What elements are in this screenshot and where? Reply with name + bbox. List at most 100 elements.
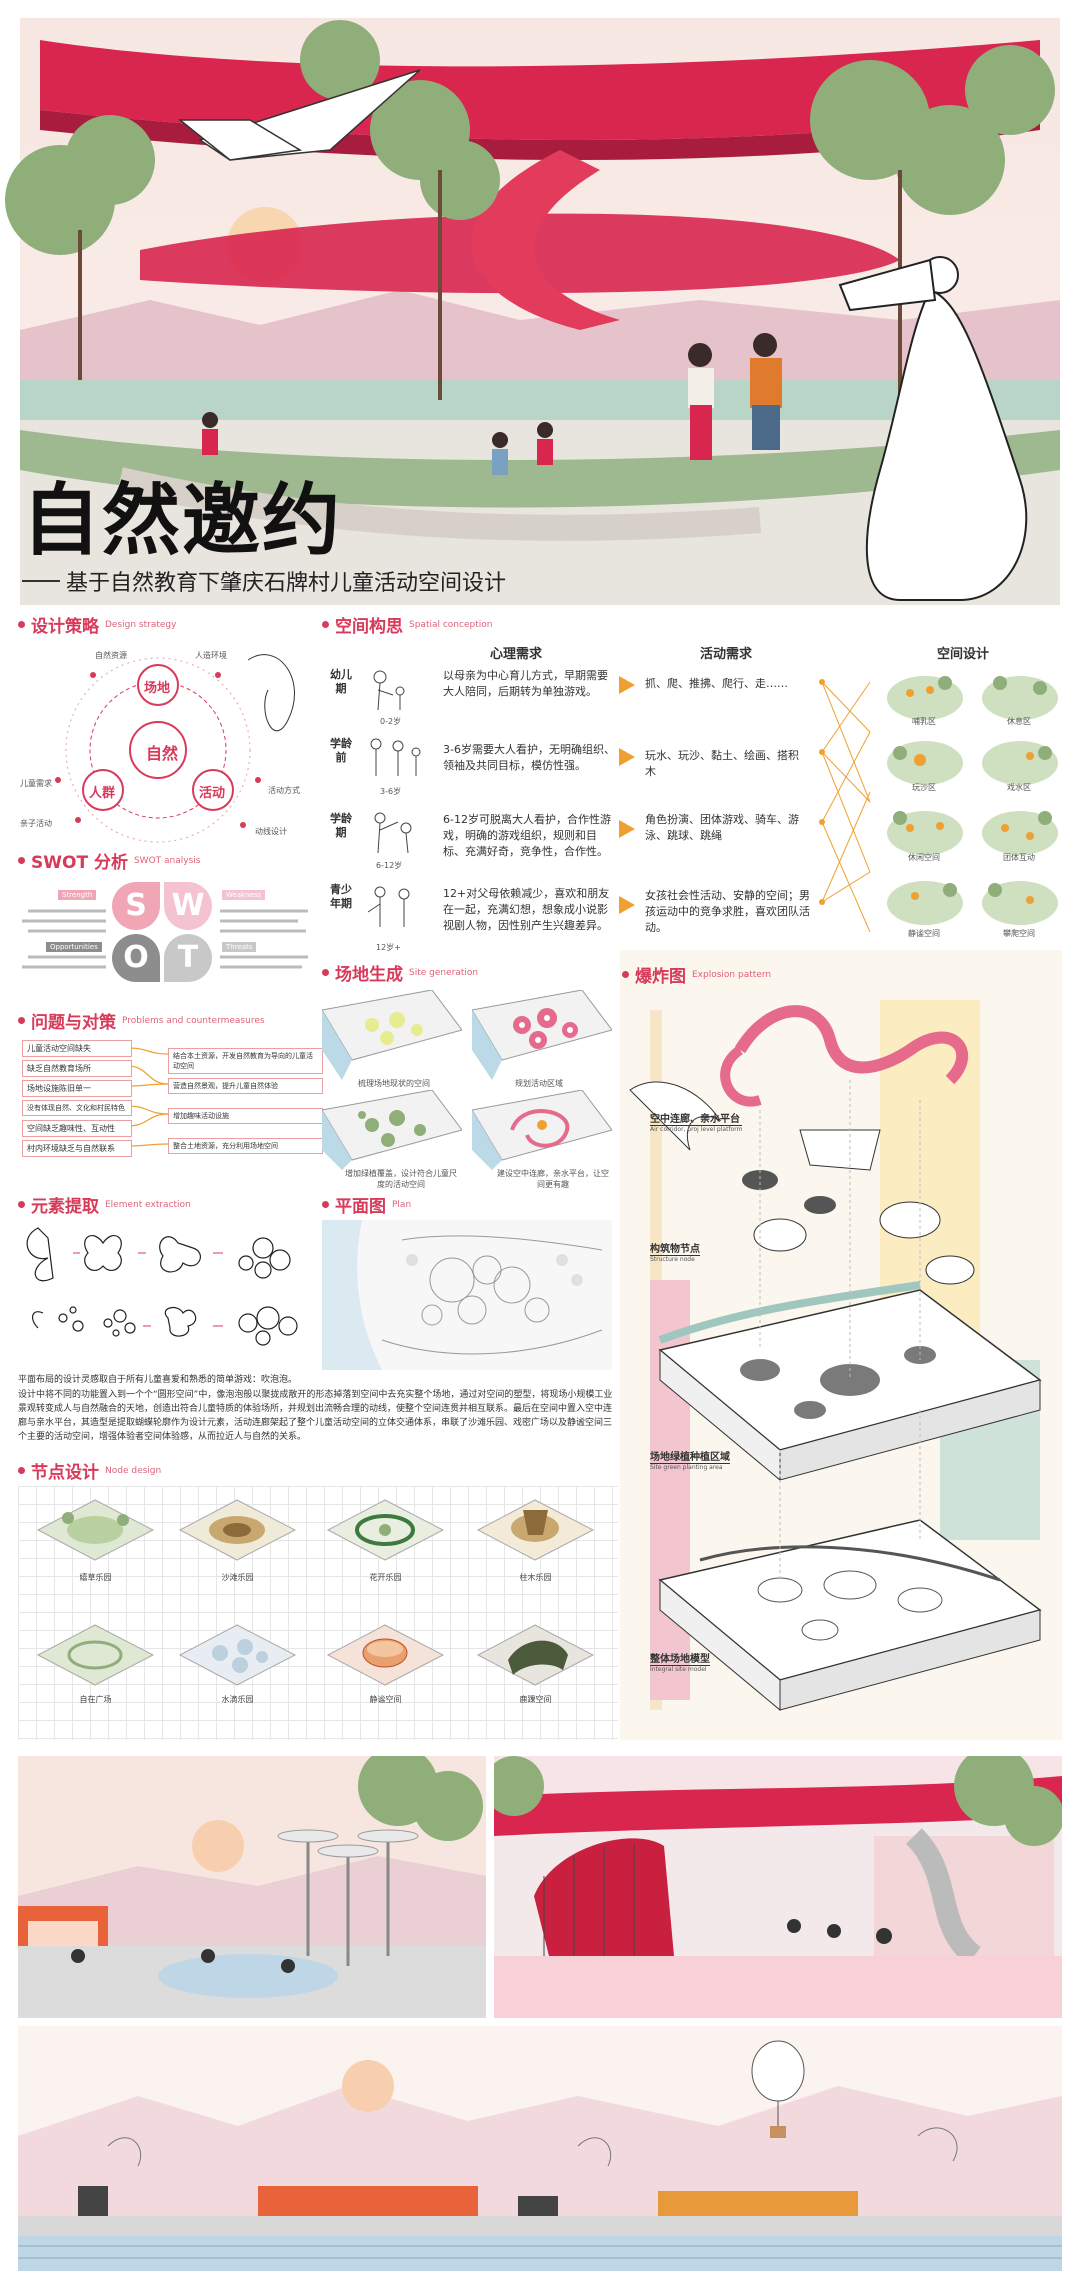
bullet-icon [18,1201,25,1208]
problem-item: 儿童活动空间缺失 [22,1040,132,1057]
site-step-1 [321,989,463,1080]
swot-text-lines [218,905,313,975]
psych-text: 3-6岁需要大人看护，无明确组织、领袖及共同目标，模仿性强。 [443,743,615,772]
node-name: 花开乐园 [369,1573,402,1582]
strategy-label: 自然资源 [95,651,127,660]
node-card [318,1615,453,1735]
solution-item: 结合本土资源，开发自然教育为导向的儿童活动空间 [168,1048,323,1074]
strategy-node-people: 人群 [89,786,116,801]
hero-image [0,0,1080,605]
arrow-icon [619,676,635,694]
section-title: 设计策略 [31,617,99,637]
title-rule [22,580,60,582]
swot-t: T [164,934,212,982]
swot-text-lines [18,905,108,975]
section-problems: 问题与对策 Problems and countermeasures [18,1008,265,1033]
space-label: 团体互动 [1003,853,1035,862]
bullet-icon [18,1467,25,1474]
section-site: 场地生成 Site generation [322,960,478,985]
section-title: SWOT 分析 [31,853,128,873]
section-explosion: 爆炸图 Explosion pattern [622,962,771,987]
explosion-label-cn: 空中连廊、亲水平台 [650,1110,743,1126]
psych-text: 以母亲为中心育儿方式，早期需要大人陪同，后期转为单独游戏。 [443,669,608,698]
problem-item: 场地设施陈旧单一 [22,1080,132,1097]
section-plan: 平面图 Plan [322,1192,411,1217]
explosion-label-en: Site green planting area [650,1464,723,1471]
explosion-label-cn: 场地绿植种植区域 [650,1448,730,1464]
section-subtitle: Node design [105,1465,162,1476]
section-subtitle: Site generation [409,967,479,978]
explosion-label-cn: 构筑物节点 [650,1240,700,1256]
concept-lattice [818,672,874,942]
site-caption: 建设空中连廊，亲水平台，让空间更有趣 [497,1169,609,1189]
concept-col-head: 活动需求 [700,647,753,662]
node-card [28,1490,163,1610]
plan-description-1: 平面布局的设计灵感取自于所有儿童喜爱和熟悉的简单游戏：吹泡泡。 [18,1375,298,1385]
site-step-4 [471,1089,613,1170]
section-concept: 空间构思 Spatial conception [322,612,492,637]
section-strategy: 设计策略 Design strategy [18,612,176,637]
page-title: 自然邀约 [22,476,343,566]
rendering-left [18,1756,486,2018]
section-subtitle: Design strategy [105,619,177,630]
stage-label: 学龄期 [330,812,352,839]
space-label: 静谧空间 [908,929,940,938]
swot-tag: Opportunities [46,942,102,952]
space-label: 玩沙区 [912,783,936,792]
arrow-icon [619,820,635,838]
explosion-label: 构筑物节点 Structure node [650,1240,700,1263]
site-caption: 增加绿植覆盖，设计符合儿童尺度的活动空间 [345,1169,457,1189]
stage-figure [358,734,428,789]
bullet-icon [18,621,25,628]
stage-label: 幼儿期 [330,668,352,695]
node-name: 沙滩乐园 [221,1573,254,1582]
explosion-label-cn: 整体场地模型 [650,1650,710,1666]
node-card [170,1490,305,1610]
solution-item: 营造自然景观，提升儿童自然体验 [168,1078,323,1094]
node-name: 静谧空间 [369,1695,402,1704]
solution-item: 增加趣味活动设施 [168,1108,323,1124]
rendering-right [494,1756,1062,2018]
problem-item: 空间缺乏趣味性、互动性 [22,1120,132,1137]
problem-item: 没有体现自然、文化和村民特色 [22,1100,132,1116]
problems-connectors [18,1036,318,1176]
section-element: 元素提取 Element extraction [18,1192,191,1217]
node-name: 柱木乐园 [519,1573,552,1582]
strategy-node-activity: 活动 [199,786,226,801]
section-subtitle: Plan [392,1199,412,1210]
bullet-icon [18,857,25,864]
site-plan [322,1220,612,1370]
strategy-node-site: 场地 [144,681,171,696]
activity-text: 抓、爬、推拂、爬行、走…… [645,677,788,690]
site-caption: 梳理场地现状的空间 [358,1079,430,1088]
node-name: 水滴乐园 [221,1695,254,1704]
stage-age: 0-2岁 [380,717,402,726]
arrow-icon [619,748,635,766]
space-label: 休息区 [1007,717,1031,726]
strategy-label: 人造环境 [195,651,227,660]
section-title: 空间构思 [335,617,403,637]
site-step-2 [471,989,613,1080]
stage-figure [358,808,428,863]
explosion-label-en: Integral site model [650,1666,707,1673]
explosion-label: 场地绿植种植区域 Site green planting area [650,1448,730,1471]
strategy-diagram [18,640,318,855]
node-card [468,1615,603,1735]
explosion-diagram [620,980,1062,1740]
page-subtitle: 基于自然教育下肇庆石牌村儿童活动空间设计 [66,571,507,596]
swot-grid: S W O T [112,882,212,982]
site-step-3 [321,1089,463,1170]
swot-o: O [112,934,160,982]
activity-text: 玩水、玩沙、黏土、绘画、搭积木 [645,749,799,778]
activity-text: 角色扮演、团体游戏、骑车、游泳、跳球、跳绳 [645,813,799,842]
section-subtitle: Problems and countermeasures [122,1015,265,1026]
strategy-center: 自然 [146,744,179,763]
problem-item: 缺乏自然教育场所 [22,1060,132,1077]
plan-description-2: 设计中将不同的功能置入到一个个“圆形空间”中，像泡泡般以聚拢成散开的形态掉落到空… [18,1390,613,1442]
arrow-icon [619,896,635,914]
strategy-label: 儿童需求 [20,779,52,788]
concept-col-head: 空间设计 [937,647,990,662]
bullet-icon [322,969,329,976]
space-icons [880,668,1070,938]
space-label: 戏水区 [1007,783,1031,792]
